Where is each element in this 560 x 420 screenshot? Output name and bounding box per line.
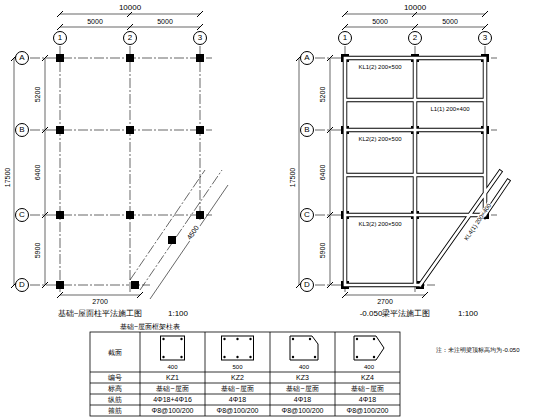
axis-number: 2	[128, 34, 132, 42]
drawing-label: 500	[231, 364, 243, 370]
column-table	[90, 332, 400, 416]
drawing-label: Φ8@100/200	[281, 407, 325, 414]
drawing-label: 截面	[107, 349, 123, 356]
drawing-label: Φ8@100/200	[151, 407, 195, 414]
axis-bubble: A	[300, 51, 314, 65]
drawing-label: 2700	[91, 298, 109, 305]
axis-number: 3	[198, 34, 202, 42]
drawing-label: 4Φ18+4Φ16	[152, 396, 193, 403]
drawing-label: 箍筋	[107, 407, 123, 414]
axis-bubble: B	[15, 123, 29, 137]
drawing-label: 400	[298, 364, 310, 370]
drawing-label: 标高	[107, 385, 123, 392]
drawing-label: KL1(2) 200×500	[357, 64, 402, 70]
axis-number: A	[304, 54, 309, 62]
axis-bubble: A	[15, 51, 29, 65]
drawing-label: 17500	[5, 166, 12, 187]
axis-number: 3	[483, 34, 487, 42]
drawing-label: 5000	[441, 18, 459, 25]
drawing-label: 基础~屋面	[285, 385, 319, 392]
axis-bubble: C	[15, 208, 29, 222]
axis-number: D	[304, 281, 310, 289]
axis-lines	[30, 46, 497, 292]
drawing-label: KL3(2) 200×500	[357, 221, 402, 227]
drawing-label: 基础~屋面框架柱表	[119, 323, 181, 330]
axis-number: 2	[413, 34, 417, 42]
drawing-label: Φ8@100/200	[216, 407, 260, 414]
axis-bubble: D	[15, 278, 29, 292]
drawing-label: KZ3	[295, 374, 310, 381]
drawing-label: 10000	[403, 4, 427, 12]
axis-number: 1	[343, 34, 347, 42]
drawing-label: 5900	[319, 241, 326, 259]
drawing-label: 基础~屋面柱平法施工图	[57, 310, 144, 318]
axis-number: B	[304, 126, 309, 134]
axis-number: C	[304, 211, 310, 219]
drawing-label: 5000	[86, 18, 104, 25]
axis-number: C	[19, 211, 25, 219]
axis-bubble: 2	[123, 31, 137, 45]
columns	[56, 54, 489, 289]
drawing-label: 4Φ18	[293, 396, 312, 403]
drawing-label: 6400	[34, 163, 41, 181]
drawing-label: 纵筋	[107, 396, 123, 403]
axis-bubble: 1	[338, 31, 352, 45]
drawing-label: 4Φ18	[358, 396, 377, 403]
rebar-dots	[162, 338, 375, 358]
drawing-label: 5900	[34, 241, 41, 259]
drawing-label: KZ4	[360, 374, 375, 381]
drawing-label: 400	[363, 364, 375, 370]
axis-bubble: B	[300, 123, 314, 137]
drawing-label: 1:100	[457, 310, 479, 318]
axis-number: B	[19, 126, 24, 134]
drawing-label: 4500	[185, 223, 201, 241]
drawing-label: 5000	[371, 18, 389, 25]
drawing-label: 编号	[107, 374, 123, 381]
drawing-label: L1(1) 200×400	[429, 106, 470, 112]
drawing-label: 5200	[319, 85, 326, 103]
drawing-label: 注：未注明梁顶标高均为-0.050	[435, 347, 520, 353]
drawing-label: KZ1	[165, 374, 180, 381]
axis-bubble: 1	[53, 31, 67, 45]
drawing-label: 10000	[118, 4, 142, 12]
drawing-label: 基础~屋面	[220, 385, 254, 392]
drawing-label: 2700	[376, 298, 394, 305]
axis-bubble: 3	[478, 31, 492, 45]
axis-number: D	[19, 281, 25, 289]
drawing-label: 5200	[34, 85, 41, 103]
drawing-label: 基础~屋面	[350, 385, 384, 392]
axis-number: 1	[58, 34, 62, 42]
axis-bubble: D	[300, 278, 314, 292]
axis-bubble: 3	[193, 31, 207, 45]
axis-bubble: C	[300, 208, 314, 222]
drawing-label: KL4(1) 200×400	[463, 202, 493, 243]
drawing-label: 17500	[290, 166, 297, 187]
drawing-label: Φ8@100/200	[346, 407, 390, 414]
drawing-label: 1:100	[167, 310, 189, 318]
drawing-label: 5000	[156, 18, 174, 25]
drawing-label: KZ2	[230, 374, 245, 381]
column-sections	[161, 336, 385, 360]
drawing-label: -0.050梁平法施工图	[359, 310, 432, 318]
axis-number: A	[19, 54, 24, 62]
drawing-label: KL2(2) 200×500	[357, 136, 402, 142]
drawing-label: 6400	[319, 163, 326, 181]
drawing-label: 400	[166, 364, 178, 370]
beams	[345, 58, 508, 285]
axis-bubble: 2	[408, 31, 422, 45]
drawing-label: 基础~屋面	[155, 385, 189, 392]
drawing-label: 4Φ18	[228, 396, 247, 403]
